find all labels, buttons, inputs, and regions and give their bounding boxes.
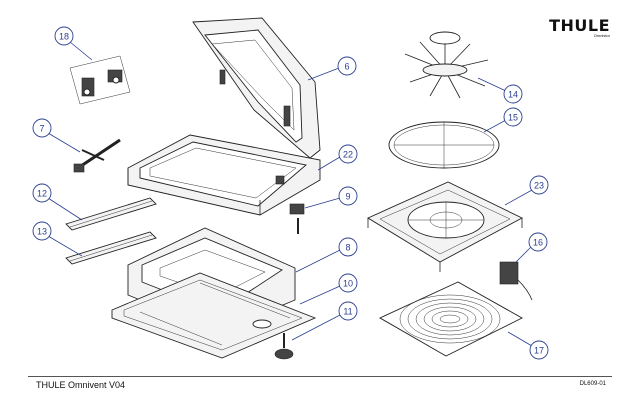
callout-label-22: 22 bbox=[343, 150, 353, 160]
callout-9: 9 bbox=[304, 186, 358, 209]
callout-23: 23 bbox=[504, 175, 549, 206]
callout-label-15: 15 bbox=[508, 113, 518, 123]
thule-logo: THULE bbox=[549, 16, 610, 35]
part-16-switch bbox=[499, 261, 533, 301]
callout-label-18: 18 bbox=[59, 32, 69, 42]
part-6-lid bbox=[192, 17, 321, 159]
callout-15: 15 bbox=[483, 107, 523, 133]
part-7-crank-arm bbox=[73, 138, 121, 173]
part-11-knob bbox=[274, 333, 294, 360]
callout-label-11: 11 bbox=[343, 307, 352, 317]
callout-label-14: 14 bbox=[508, 90, 518, 100]
part-15-ring bbox=[388, 121, 500, 169]
callout-8: 8 bbox=[295, 237, 358, 273]
callout-label-6: 6 bbox=[344, 62, 349, 72]
callout-17: 17 bbox=[507, 331, 549, 360]
callout-label-7: 7 bbox=[39, 124, 44, 134]
callout-label-8: 8 bbox=[345, 243, 350, 253]
callout-label-16: 16 bbox=[533, 238, 543, 248]
callout-16: 16 bbox=[515, 232, 548, 263]
part-9-clip bbox=[289, 203, 305, 234]
callout-10: 10 bbox=[299, 273, 358, 305]
part-22-frame bbox=[127, 134, 321, 216]
callout-label-12: 12 bbox=[37, 189, 47, 199]
part-18-brackets bbox=[69, 55, 131, 105]
callout-14: 14 bbox=[477, 77, 523, 104]
footer-title: THULE Omnivent V04 bbox=[36, 380, 126, 390]
callout-7: 7 bbox=[32, 118, 81, 153]
callout-12: 12 bbox=[32, 183, 83, 221]
callout-label-13: 13 bbox=[37, 227, 47, 237]
callout-11: 11 bbox=[291, 301, 358, 341]
callout-22: 22 bbox=[317, 144, 358, 171]
part-12-rails bbox=[65, 197, 157, 231]
callout-label-10: 10 bbox=[343, 279, 353, 289]
callout-label-17: 17 bbox=[534, 346, 544, 356]
part-17-grille bbox=[379, 281, 523, 357]
part-13-rails bbox=[65, 231, 157, 265]
callout-18: 18 bbox=[54, 26, 93, 61]
callout-label-9: 9 bbox=[345, 192, 350, 202]
part-10-base-plate bbox=[111, 272, 317, 359]
part-23-fan-frame bbox=[367, 181, 523, 272]
footer-drawing-code: DL609-01 bbox=[579, 381, 606, 387]
part-14-fan-blade bbox=[404, 31, 489, 99]
callout-label-23: 23 bbox=[534, 181, 544, 191]
logo-subtext: Omnistor bbox=[593, 33, 610, 38]
callout-13: 13 bbox=[32, 221, 83, 257]
footer-divider bbox=[28, 376, 612, 377]
callout-6: 6 bbox=[307, 56, 357, 81]
